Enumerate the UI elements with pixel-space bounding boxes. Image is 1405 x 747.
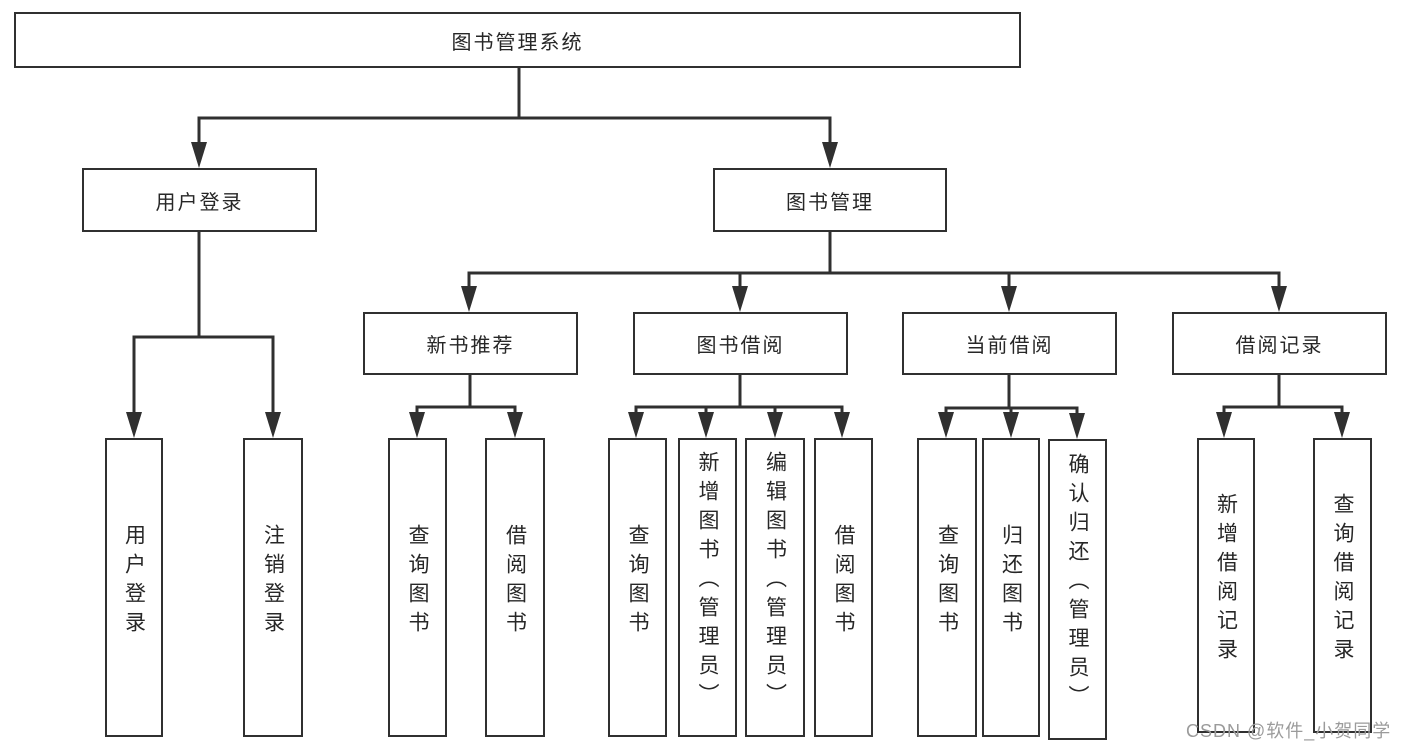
leaf-query-books-3: 查询图书 — [917, 438, 977, 737]
node-book-borrow-label: 图书借阅 — [696, 335, 785, 357]
node-book-management: 图书管理 — [713, 168, 947, 232]
leaf-query-books-1: 查询图书 — [388, 438, 447, 737]
leaf-add-borrow-record: 新增借阅记录 — [1197, 438, 1255, 733]
node-user-login-label: 用户登录 — [155, 191, 244, 214]
node-borrow-records: 借阅记录 — [1172, 312, 1387, 375]
leaf-user-login: 用户登录 — [105, 438, 163, 737]
node-new-book-recommend: 新书推荐 — [363, 312, 578, 375]
leaf-edit-books-admin: 编辑图书（管理员） — [745, 438, 805, 737]
node-book-borrow: 图书借阅 — [633, 312, 848, 375]
leaf-logout: 注销登录 — [243, 438, 303, 737]
node-borrow-records-label: 借阅记录 — [1235, 335, 1324, 357]
node-root: 图书管理系统 — [14, 12, 1021, 68]
node-root-label: 图书管理系统 — [451, 31, 584, 54]
node-book-management-label: 图书管理 — [786, 191, 874, 214]
node-new-book-recommend-label: 新书推荐 — [426, 335, 515, 357]
leaf-borrow-books-1: 借阅图书 — [485, 438, 545, 737]
leaf-return-books: 归还图书 — [982, 438, 1040, 737]
leaf-confirm-return-admin: 确认归还（管理员） — [1048, 439, 1107, 740]
leaf-add-books-admin: 新增图书（管理员） — [678, 438, 737, 737]
node-current-borrow: 当前借阅 — [902, 312, 1117, 375]
watermark: CSDN @软件_小贺同学 — [1186, 721, 1392, 741]
leaf-borrow-books-2: 借阅图书 — [814, 438, 873, 737]
leaf-query-books-2: 查询图书 — [608, 438, 667, 737]
node-user-login: 用户登录 — [82, 168, 317, 232]
leaf-query-borrow-record: 查询借阅记录 — [1313, 438, 1372, 733]
node-current-borrow-label: 当前借阅 — [965, 335, 1054, 357]
